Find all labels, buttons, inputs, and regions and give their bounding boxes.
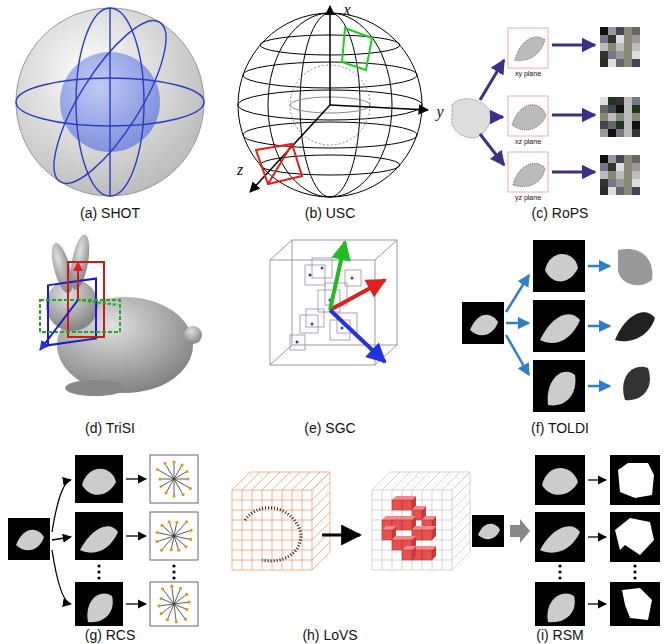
panel-caption: (e) SGC xyxy=(304,421,355,435)
panel-caption: (c) RoPS xyxy=(532,206,589,220)
sgc-grid xyxy=(270,240,397,365)
plane-label: xz plane xyxy=(515,138,541,145)
lovs-voxels xyxy=(232,472,470,570)
usc-sphere xyxy=(238,6,428,197)
panel-caption: (f) TOLDI xyxy=(531,421,589,435)
panel-caption: (a) SHOT xyxy=(80,206,140,220)
panel-caption: (i) RSM xyxy=(536,628,583,642)
rops-projections xyxy=(452,27,640,195)
axis-label: y xyxy=(436,104,443,120)
trisi-bunny xyxy=(40,233,202,396)
rsm-projections xyxy=(472,455,660,626)
axis-label: z xyxy=(237,162,243,178)
rcs-projections xyxy=(8,455,198,626)
panel-caption: (b) USC xyxy=(305,206,356,220)
panel-caption: (g) RCS xyxy=(85,628,136,642)
panel-caption: (d) TriSI xyxy=(85,421,135,435)
plane-label: xy plane xyxy=(515,70,541,77)
shot-sphere xyxy=(16,6,204,197)
plane-label: yz plane xyxy=(515,194,541,201)
toldi-projections xyxy=(462,240,655,412)
axis-label: x xyxy=(343,2,350,18)
panel-caption: (h) LoVS xyxy=(302,628,357,642)
